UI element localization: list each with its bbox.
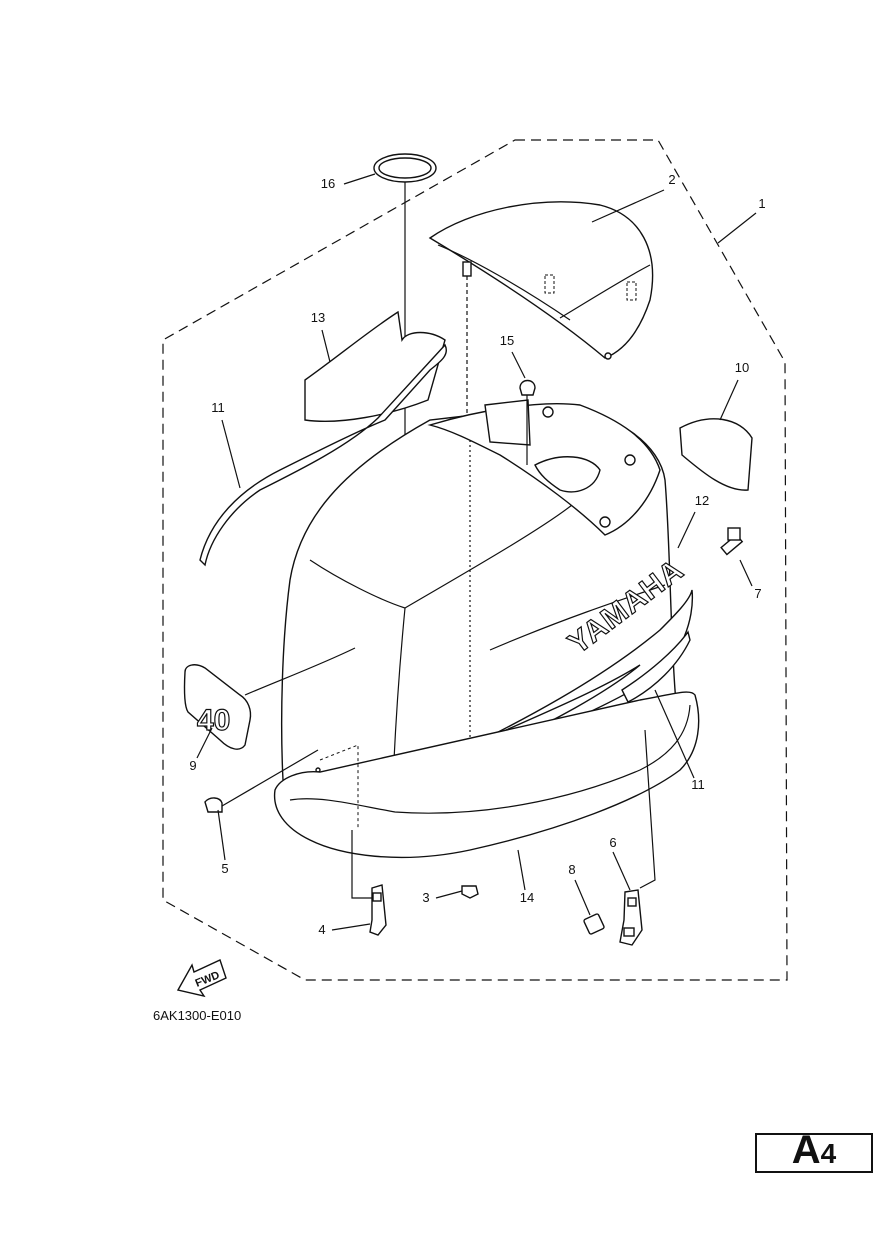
rivet [204,797,223,813]
callout-number: 3 [422,890,429,905]
callout-leader [719,379,739,421]
callout-number: 2 [668,172,675,187]
cover-lid [428,201,654,359]
callout-leader [196,727,213,759]
seal-band [273,691,700,859]
model-decal: 40 [183,664,252,750]
hex-nut [583,913,605,935]
callout-number: 6 [609,835,616,850]
callout-number: 5 [221,861,228,876]
callout-number: 4 [318,922,325,937]
callout-number: 11 [691,777,705,792]
callout-number: 13 [311,310,325,325]
callout-leader [331,923,371,931]
callout-number: 11 [211,400,225,415]
callout-leader [654,689,695,779]
callout-leader [321,329,331,363]
callout-leader [717,212,757,244]
callout-leader [343,173,376,185]
callout-leader [435,890,463,899]
side-plate [679,418,753,491]
callout-number: 12 [695,493,709,508]
diagram-code: 6AK1300-E010 [153,1008,242,1023]
callout-leader [739,559,753,587]
callout-number: 9 [189,758,196,773]
assembly-boundary [162,139,788,981]
callout-number: 7 [754,586,761,601]
callout-number: 8 [568,862,575,877]
callout-leader [517,849,526,891]
callout-leader [221,419,241,489]
callout-number: 14 [520,890,534,905]
fwd-arrow-icon: FWD [176,959,227,998]
callout-number: 1 [758,196,765,211]
decal-number: 40 [197,704,230,737]
callout-leader [677,511,696,549]
grommet [519,379,536,396]
side-decal-upper [304,310,446,422]
callout-number: 15 [500,333,514,348]
callout-number: 10 [735,360,749,375]
nut [461,885,479,899]
page-marker: A 4 [755,1128,873,1173]
page-number: 4 [820,1138,837,1169]
callout-leader [612,851,631,891]
callout-leader [511,351,526,379]
callout-leader [217,809,226,861]
callout-leader [591,189,665,223]
callout-number: 16 [321,176,335,191]
page-letter: A [791,1128,821,1172]
stripe-decal-left [199,343,447,567]
bolt [720,527,744,556]
callout-leader [574,879,591,916]
